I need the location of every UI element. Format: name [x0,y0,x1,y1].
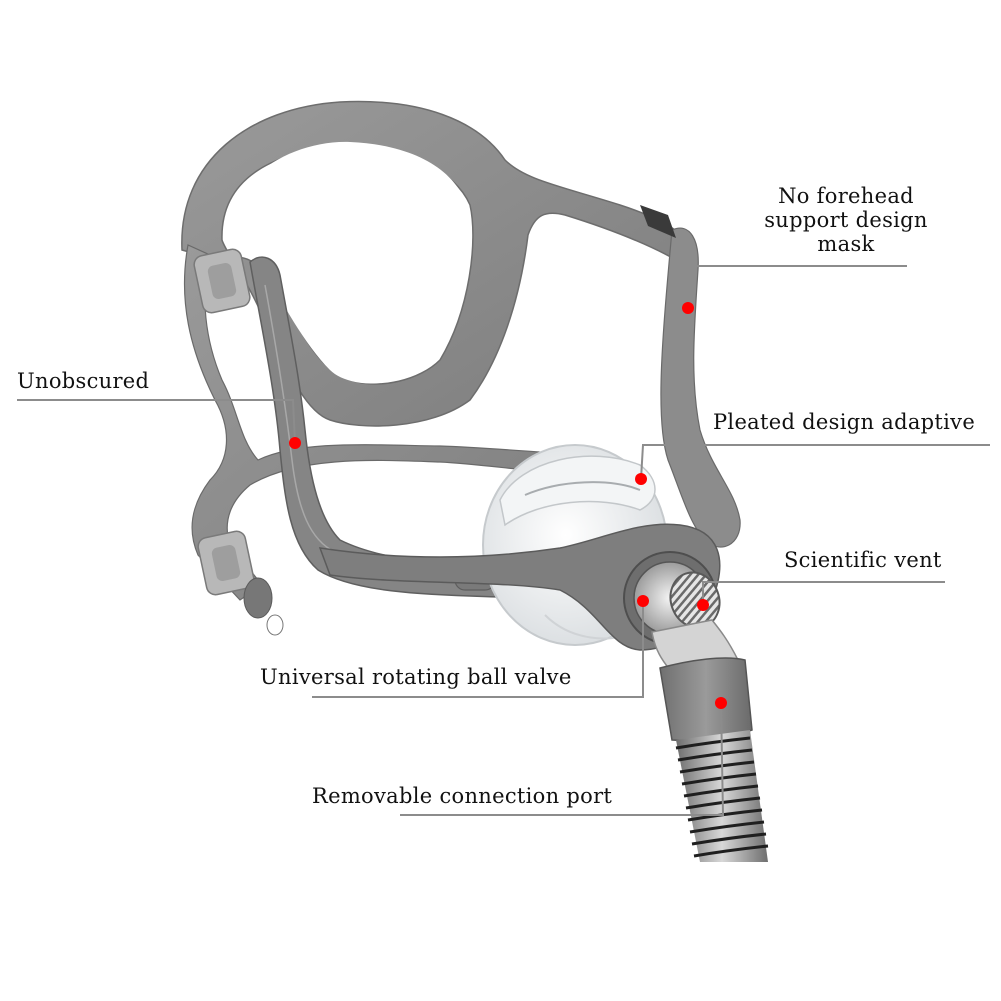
label-no-forehead-support: No forehead support design mask [764,184,928,256]
label-unobscured: Unobscured [17,369,150,393]
callout-line-ball-valve [312,601,644,698]
dot-pleated [635,473,647,485]
strap-clip-upper [193,248,251,314]
label-connection-port: Removable connection port [312,784,613,808]
headgear-right-arm [640,205,741,548]
dot-vent [697,599,709,611]
headgear-crown [181,100,691,427]
label-pleated-design: Pleated design adaptive [713,410,976,434]
dot-unobscured [289,437,301,449]
callout-line-unobscured [17,399,296,444]
callout-line-pleated [640,444,990,480]
connection-port [659,657,753,742]
dot-no-forehead [682,302,694,314]
callout-line-no-forehead [687,265,907,308]
dot-ball-valve [637,595,649,607]
callout-line-vent [702,581,945,605]
callout-line-port [400,702,725,816]
strap-clip-lower [197,530,284,636]
callout-lines [17,265,990,816]
label-scientific-vent: Scientific vent [784,548,942,572]
label-ball-valve: Universal rotating ball valve [260,665,572,689]
dot-port [715,697,727,709]
callout-dots [289,302,727,709]
tube-ridges [675,736,769,858]
